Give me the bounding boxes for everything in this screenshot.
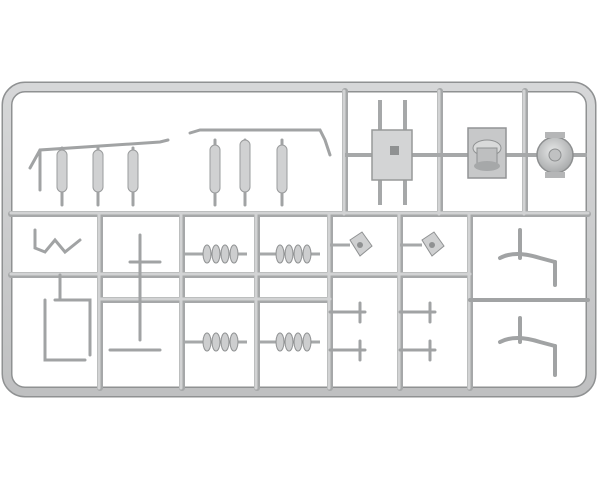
- coil-springs: [185, 244, 320, 352]
- cross-rod: [108, 233, 162, 352]
- sprue-frame: [1, 81, 597, 398]
- seat-frame: [33, 228, 92, 362]
- coil-spring: [185, 332, 247, 352]
- coil-spring: [258, 332, 320, 352]
- curved-arms: [468, 228, 590, 377]
- coil-spring: [185, 244, 247, 264]
- square-plate: [345, 100, 440, 205]
- small-brackets: [330, 231, 445, 257]
- runner-grid-highlight: [9, 89, 590, 390]
- gear-hub: [440, 127, 525, 179]
- vertical-pipes: [56, 139, 288, 194]
- t-levers: [328, 301, 437, 362]
- coil-spring: [258, 244, 320, 264]
- round-flange: [525, 132, 587, 178]
